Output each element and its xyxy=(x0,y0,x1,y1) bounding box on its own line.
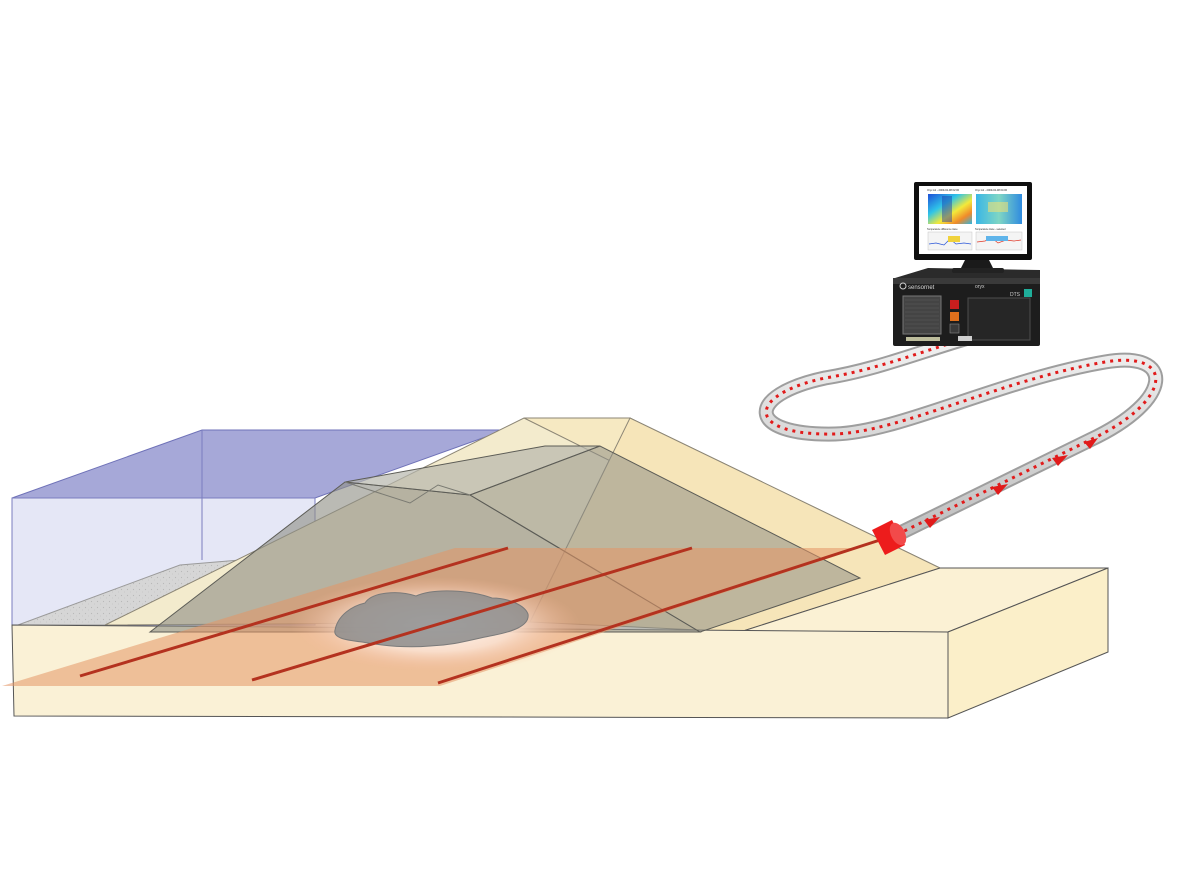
dts-interrogator: sensornet oryx DTS xyxy=(893,268,1040,346)
device-badge: DTS xyxy=(1010,292,1021,298)
power-button xyxy=(950,300,959,309)
cable-sheath-inner xyxy=(766,338,1156,538)
device-model: oryx xyxy=(975,284,985,290)
monitor-display: Oryx A1 - 2009-02-08 02:00 Oryx A1 - 200… xyxy=(914,182,1032,273)
fiber-port xyxy=(958,336,972,341)
status-button xyxy=(950,312,959,321)
drive-bay xyxy=(968,298,1030,340)
panel1-title: Oryx A1 - 2009-02-08 02:00 xyxy=(927,188,960,192)
panel3-title: Temperature difference trace xyxy=(927,228,958,231)
panel2-title: Oryx A1 - 2009-02-08 04:00 xyxy=(975,188,1008,192)
aux-button xyxy=(950,324,959,333)
device-brand: sensornet xyxy=(908,285,935,291)
panel4-title: Temperature trace - selected xyxy=(975,228,1006,231)
